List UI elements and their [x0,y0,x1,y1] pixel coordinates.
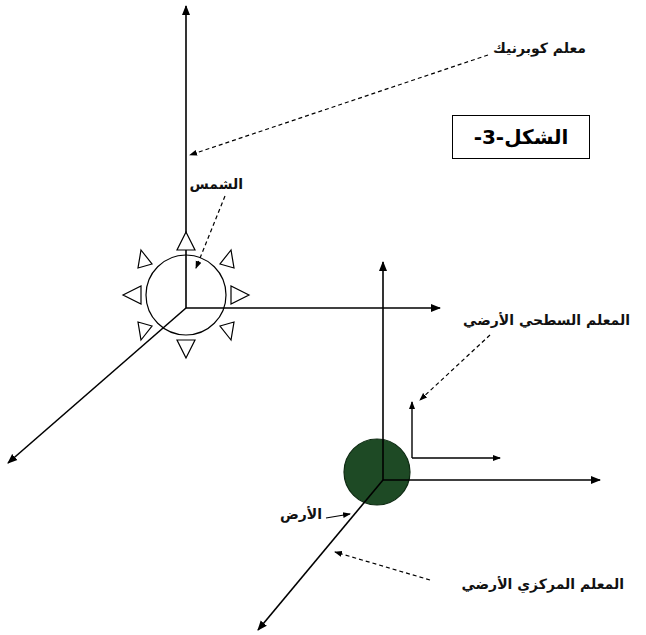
body-label: الشمس [188,176,245,193]
frame-label: معلم كوبرنيك [491,40,588,57]
figure-number: الشكل-3- [474,125,569,149]
body-label: الأرض [278,506,324,523]
figure-number-box: الشكل-3- [452,115,590,159]
leader-lines [190,55,490,580]
surface-axes [412,402,500,458]
frame-label: المعلم السطحي الأرضي [461,312,632,329]
frame-label: المعلم المركزي الأرضي [459,576,626,593]
earth-symbol [344,439,410,505]
sun-symbol [123,232,249,358]
copernicus-axes [8,6,440,463]
